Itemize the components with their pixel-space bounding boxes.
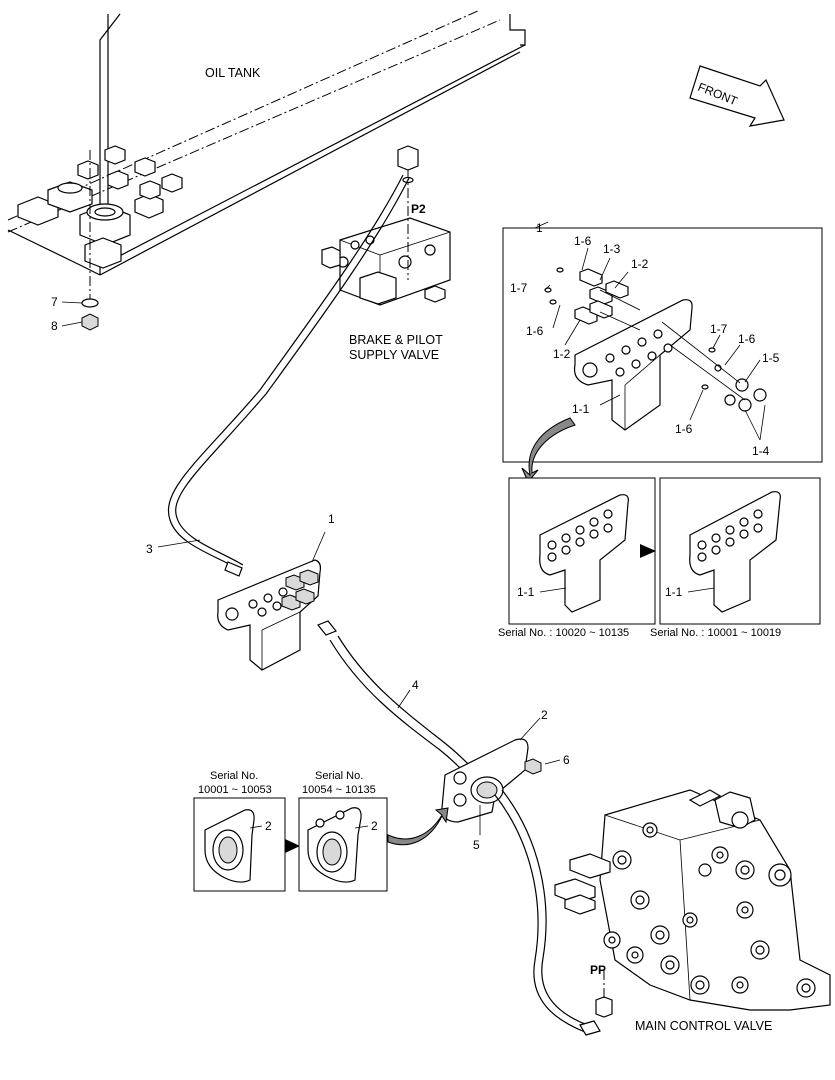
callout-2: 2 bbox=[541, 708, 548, 722]
serial-d-range: 10054 ~ 10135 bbox=[302, 784, 376, 796]
detail-callout-1-6b: 1-6 bbox=[526, 324, 544, 338]
callout-1: 1 bbox=[328, 512, 335, 526]
serial-d-callout: 2 bbox=[371, 819, 378, 833]
brake-pilot-supply-valve: P2 BRAKE & PILOT SUPPLY VALVE bbox=[321, 145, 451, 362]
front-arrow: FRONT bbox=[689, 65, 785, 127]
detail-callout-1-2a: 1-2 bbox=[631, 257, 649, 271]
serial-b-callout: 1-1 bbox=[665, 585, 683, 599]
serial-box-a: 1-1 bbox=[508, 477, 656, 625]
arrow-right-triangle bbox=[285, 839, 300, 853]
detail-callout-1-3: 1-3 bbox=[603, 242, 621, 256]
serial-box-d: 2 bbox=[298, 797, 388, 892]
detail-callout-1-7b: 1-7 bbox=[710, 322, 728, 336]
arrow-left-triangle bbox=[640, 544, 656, 558]
plug-parts: 7 8 bbox=[51, 295, 99, 333]
detail-callout-1-2b: 1-2 bbox=[553, 347, 571, 361]
serial-d-title: Serial No. bbox=[315, 770, 363, 782]
oil-tank-label: OIL TANK bbox=[205, 66, 261, 80]
main-control-valve: MAIN CONTROL VALVE bbox=[554, 789, 831, 1033]
hose-to-main-valve: PP bbox=[494, 789, 613, 1036]
leader-blob-2 bbox=[387, 807, 449, 846]
callout-3: 3 bbox=[146, 542, 153, 556]
callout-7: 7 bbox=[51, 295, 58, 309]
serial-c-title: Serial No. bbox=[210, 770, 258, 782]
oil-tank: OIL TANK bbox=[7, 9, 526, 300]
detail-callout-1: 1 bbox=[536, 221, 543, 235]
serial-box-b: 1-1 bbox=[659, 477, 821, 625]
serial-c-callout: 2 bbox=[265, 819, 272, 833]
detail-callout-1-6c: 1-6 bbox=[738, 332, 756, 346]
p2-port-label: P2 bbox=[411, 202, 426, 216]
callout-4: 4 bbox=[412, 678, 419, 692]
serial-b-label: Serial No. : 10001 ~ 10019 bbox=[650, 627, 781, 639]
hose-4: 4 bbox=[317, 620, 477, 779]
bracket-2: 5 2 6 bbox=[441, 708, 570, 852]
detail-callout-1-4: 1-4 bbox=[752, 444, 770, 458]
serial-a-callout: 1-1 bbox=[517, 585, 535, 599]
detail-box-part-1: 1 bbox=[502, 221, 823, 463]
bracket-1: 1 bbox=[217, 512, 335, 671]
brake-valve-label-2: SUPPLY VALVE bbox=[349, 348, 439, 362]
pp-port-label: PP bbox=[590, 963, 606, 977]
detail-callout-1-7a: 1-7 bbox=[510, 281, 528, 295]
brake-valve-label-1: BRAKE & PILOT bbox=[349, 333, 443, 347]
detail-callout-1-5: 1-5 bbox=[762, 351, 780, 365]
main-control-valve-label: MAIN CONTROL VALVE bbox=[635, 1019, 772, 1033]
detail-callout-1-6a: 1-6 bbox=[574, 234, 592, 248]
serial-c-range: 10001 ~ 10053 bbox=[198, 784, 272, 796]
detail-callout-1-1: 1-1 bbox=[572, 402, 590, 416]
callout-6: 6 bbox=[563, 753, 570, 767]
callout-5: 5 bbox=[473, 838, 480, 852]
hose-3: 3 bbox=[146, 174, 410, 577]
serial-box-c: 2 bbox=[193, 797, 286, 892]
detail-callout-1-6d: 1-6 bbox=[675, 422, 693, 436]
callout-8: 8 bbox=[51, 319, 58, 333]
serial-a-label: Serial No. : 10020 ~ 10135 bbox=[498, 627, 629, 639]
